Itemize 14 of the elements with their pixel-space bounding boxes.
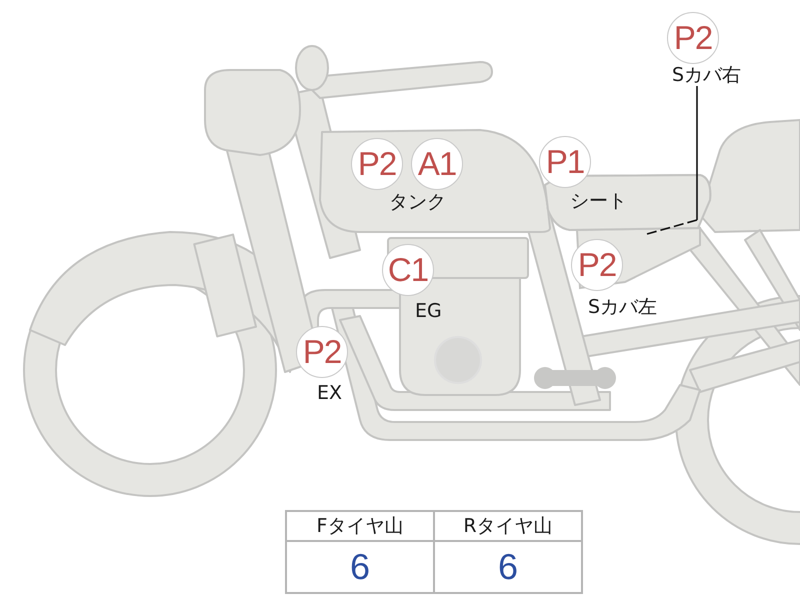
part-label: Sカバ右 <box>672 64 742 86</box>
value-cell: 6 <box>434 541 582 593</box>
header-cell: Rタイヤ山 <box>434 511 582 541</box>
part-label: EG <box>415 300 442 322</box>
header-cell: Fタイヤ山 <box>286 511 434 541</box>
part-label: タンク <box>389 191 446 213</box>
leader-line <box>646 86 698 235</box>
part-label: シート <box>570 190 627 212</box>
part-label: EX <box>317 382 342 404</box>
value-cell: 6 <box>286 541 434 593</box>
part-label: Sカバ左 <box>588 296 658 318</box>
code-badge: P1 <box>539 136 591 188</box>
code-badge: P2 <box>667 12 719 64</box>
code-badge: P2 <box>571 239 623 291</box>
